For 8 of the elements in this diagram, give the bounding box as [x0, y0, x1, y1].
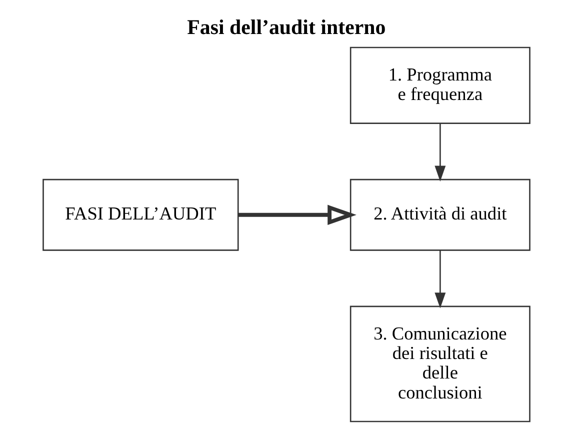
node-box: FASI DELL’AUDIT — [42, 178, 238, 251]
arrow — [434, 124, 446, 182]
arrow — [238, 204, 356, 225]
node-box: 1. Programma e frequenza — [349, 46, 530, 124]
arrow — [434, 250, 446, 308]
node-box: 2. Attività di audit — [349, 178, 530, 251]
node-box: 3. Comunicazione dei risultati e delle conclusioni — [349, 306, 530, 422]
diagram-title: Fasi dell’audit interno — [186, 15, 386, 40]
